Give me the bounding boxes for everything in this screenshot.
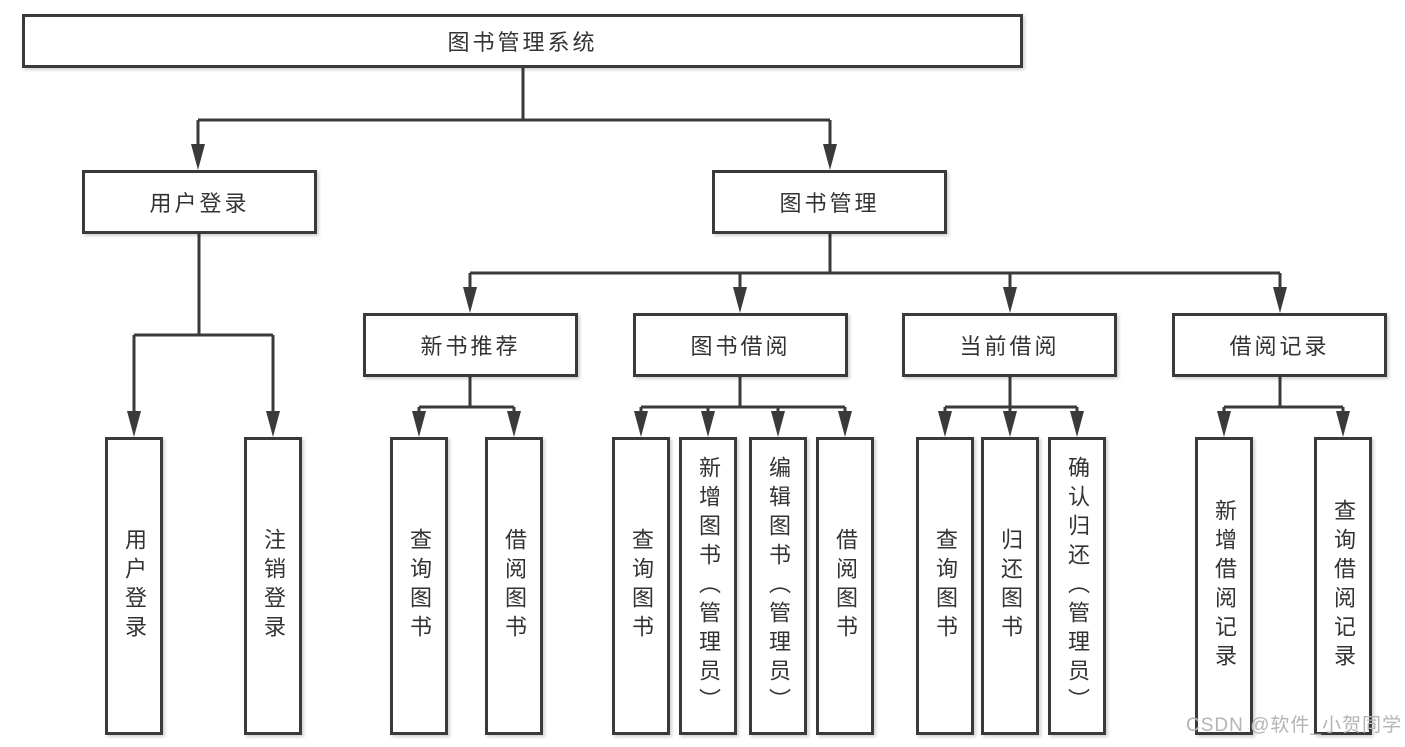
node-user-login-branch: 用户登录 [82,170,317,234]
node-current-borrowing: 当前借阅 [902,313,1117,377]
csdn-watermark: CSDN @软件_小贺同学 [1186,715,1402,736]
leaf-label: 确认归还（管理员） [1065,455,1090,717]
leaf-query-books-recommend: 查询图书 [390,437,448,735]
arrowhead-icons [127,144,1350,437]
leaf-borrow-books-recommend: 借阅图书 [485,437,543,735]
leaf-label: 借阅图书 [502,528,527,644]
leaf-user-login: 用户登录 [105,437,163,735]
leaf-label: 新增借阅记录 [1212,499,1237,673]
leaf-query-books-borrowing: 查询图书 [612,437,670,735]
node-label: 新书推荐 [420,334,521,359]
leaf-label: 用户登录 [122,528,147,644]
leaf-label: 编辑图书（管理员） [766,455,791,717]
leaf-label: 查询图书 [629,528,654,644]
node-book-management-branch: 图书管理 [712,170,947,234]
leaf-confirm-return-admin: 确认归还（管理员） [1048,437,1106,735]
leaf-edit-books-admin: 编辑图书（管理员） [749,437,807,735]
leaf-query-borrow-record: 查询借阅记录 [1314,437,1372,735]
leaf-query-books-current: 查询图书 [916,437,974,735]
node-book-borrowing: 图书借阅 [633,313,848,377]
leaf-add-books-admin: 新增图书（管理员） [679,437,737,735]
node-label: 图书管理系统 [447,30,598,55]
leaf-add-borrow-record: 新增借阅记录 [1195,437,1253,735]
leaf-label: 查询借阅记录 [1331,499,1356,673]
leaf-label: 查询图书 [407,528,432,644]
leaf-borrow-books-borrowing: 借阅图书 [816,437,874,735]
leaf-label: 归还图书 [998,528,1023,644]
leaf-label: 查询图书 [933,528,958,644]
leaf-label: 借阅图书 [833,528,858,644]
leaf-return-books: 归还图书 [981,437,1039,735]
leaf-label: 新增图书（管理员） [696,455,721,717]
node-label: 图书管理 [779,191,880,216]
leaf-logout: 注销登录 [244,437,302,735]
node-library-management-system: 图书管理系统 [22,14,1023,68]
leaf-label: 注销登录 [261,528,286,644]
node-borrowing-records: 借阅记录 [1172,313,1387,377]
node-new-book-recommend: 新书推荐 [363,313,578,377]
node-label: 图书借阅 [690,334,791,359]
node-label: 当前借阅 [959,334,1060,359]
node-label: 借阅记录 [1229,334,1330,359]
node-label: 用户登录 [149,191,250,216]
